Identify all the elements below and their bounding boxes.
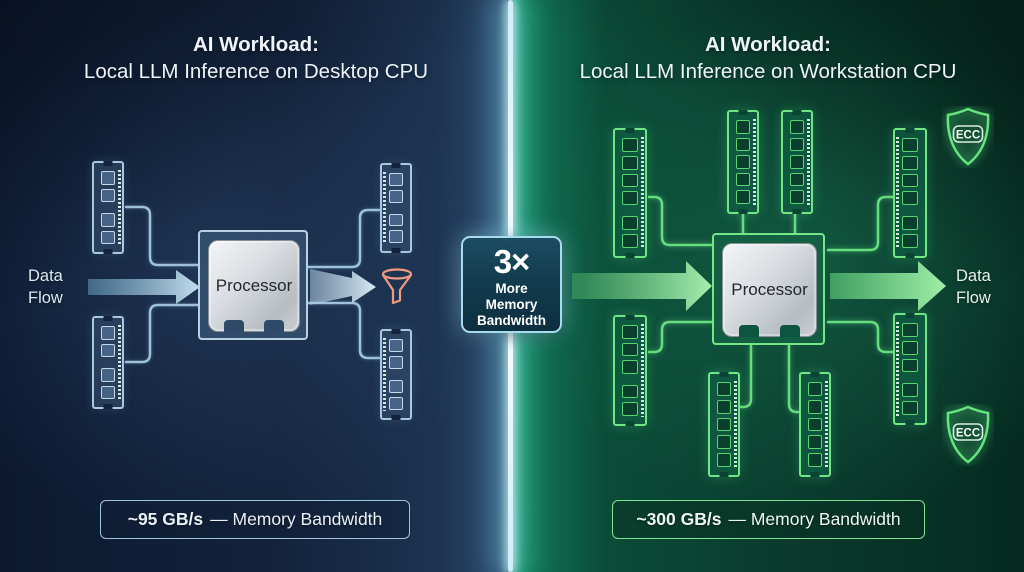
desktop-bandwidth-badge: ~95 GB/s — Memory Bandwidth bbox=[100, 500, 410, 539]
ecc-label: ECC bbox=[956, 130, 980, 142]
title-line-1: AI Workload: bbox=[192, 33, 320, 56]
ram-module bbox=[380, 329, 412, 420]
desktop-panel-title: AI Workload: Local LLM Inference on Desk… bbox=[0, 31, 512, 85]
multiplier-value: 3× bbox=[493, 243, 531, 280]
ram-module bbox=[893, 313, 927, 425]
processor-die: Processor bbox=[722, 243, 817, 337]
title-line-2: Local LLM Inference on Desktop CPU bbox=[83, 60, 429, 83]
ram-module bbox=[708, 372, 740, 477]
ram-module bbox=[380, 163, 412, 253]
desktop-processor-chip: Processor bbox=[198, 230, 308, 340]
workstation-panel-title: AI Workload: Local LLM Inference on Work… bbox=[512, 31, 1024, 85]
processor-label: Processor bbox=[731, 280, 808, 299]
multiplier-badge: 3× More Memory Bandwidth bbox=[461, 236, 562, 333]
title-line-2: Local LLM Inference on Workstation CPU bbox=[579, 60, 957, 83]
title-line-1: AI Workload: bbox=[704, 33, 832, 56]
desktop-data-flow-label: Data Flow bbox=[28, 267, 63, 307]
ram-module bbox=[727, 110, 759, 214]
ecc-shield-icon: ECC bbox=[946, 405, 990, 464]
workstation-bandwidth-badge: ~300 GB/s — Memory Bandwidth bbox=[612, 500, 925, 539]
ram-module bbox=[92, 161, 124, 254]
bandwidth-value: ~95 GB/s bbox=[127, 509, 204, 529]
ecc-shield-icon: ECC bbox=[946, 107, 990, 166]
bandwidth-value: ~300 GB/s bbox=[636, 509, 722, 529]
ecc-label: ECC bbox=[956, 428, 980, 440]
bandwidth-label: — Memory Bandwidth bbox=[210, 509, 383, 529]
ram-module bbox=[781, 110, 813, 214]
processor-die: Processor bbox=[208, 240, 300, 332]
ram-module bbox=[613, 315, 647, 426]
workstation-data-flow-label: Data Flow bbox=[956, 267, 991, 307]
processor-label: Processor bbox=[215, 276, 293, 295]
ram-module bbox=[893, 128, 927, 258]
workstation-processor-chip: Processor bbox=[712, 233, 825, 345]
ram-module bbox=[799, 372, 831, 477]
ram-module bbox=[613, 128, 647, 258]
ram-module bbox=[92, 316, 124, 409]
bandwidth-label: — Memory Bandwidth bbox=[728, 509, 901, 529]
